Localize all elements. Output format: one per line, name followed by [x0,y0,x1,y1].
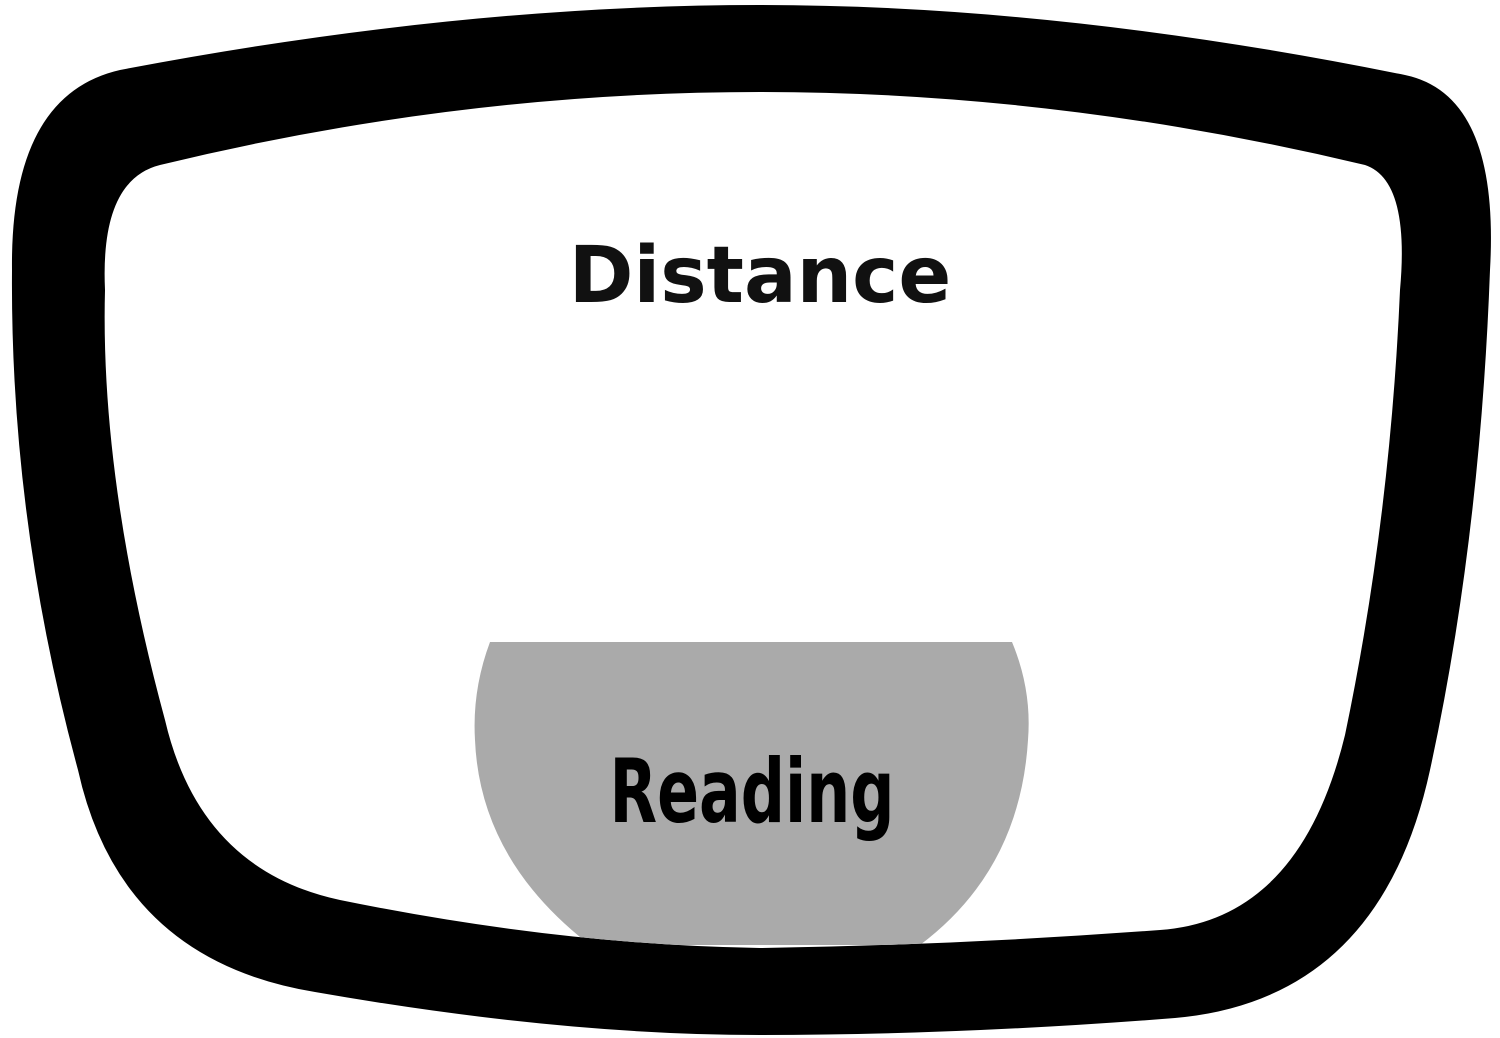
reading-zone-label: Reading [610,740,895,843]
reading-segment [474,642,1029,945]
lens-area [104,92,1402,948]
distance-zone-label: Distance [569,231,952,321]
